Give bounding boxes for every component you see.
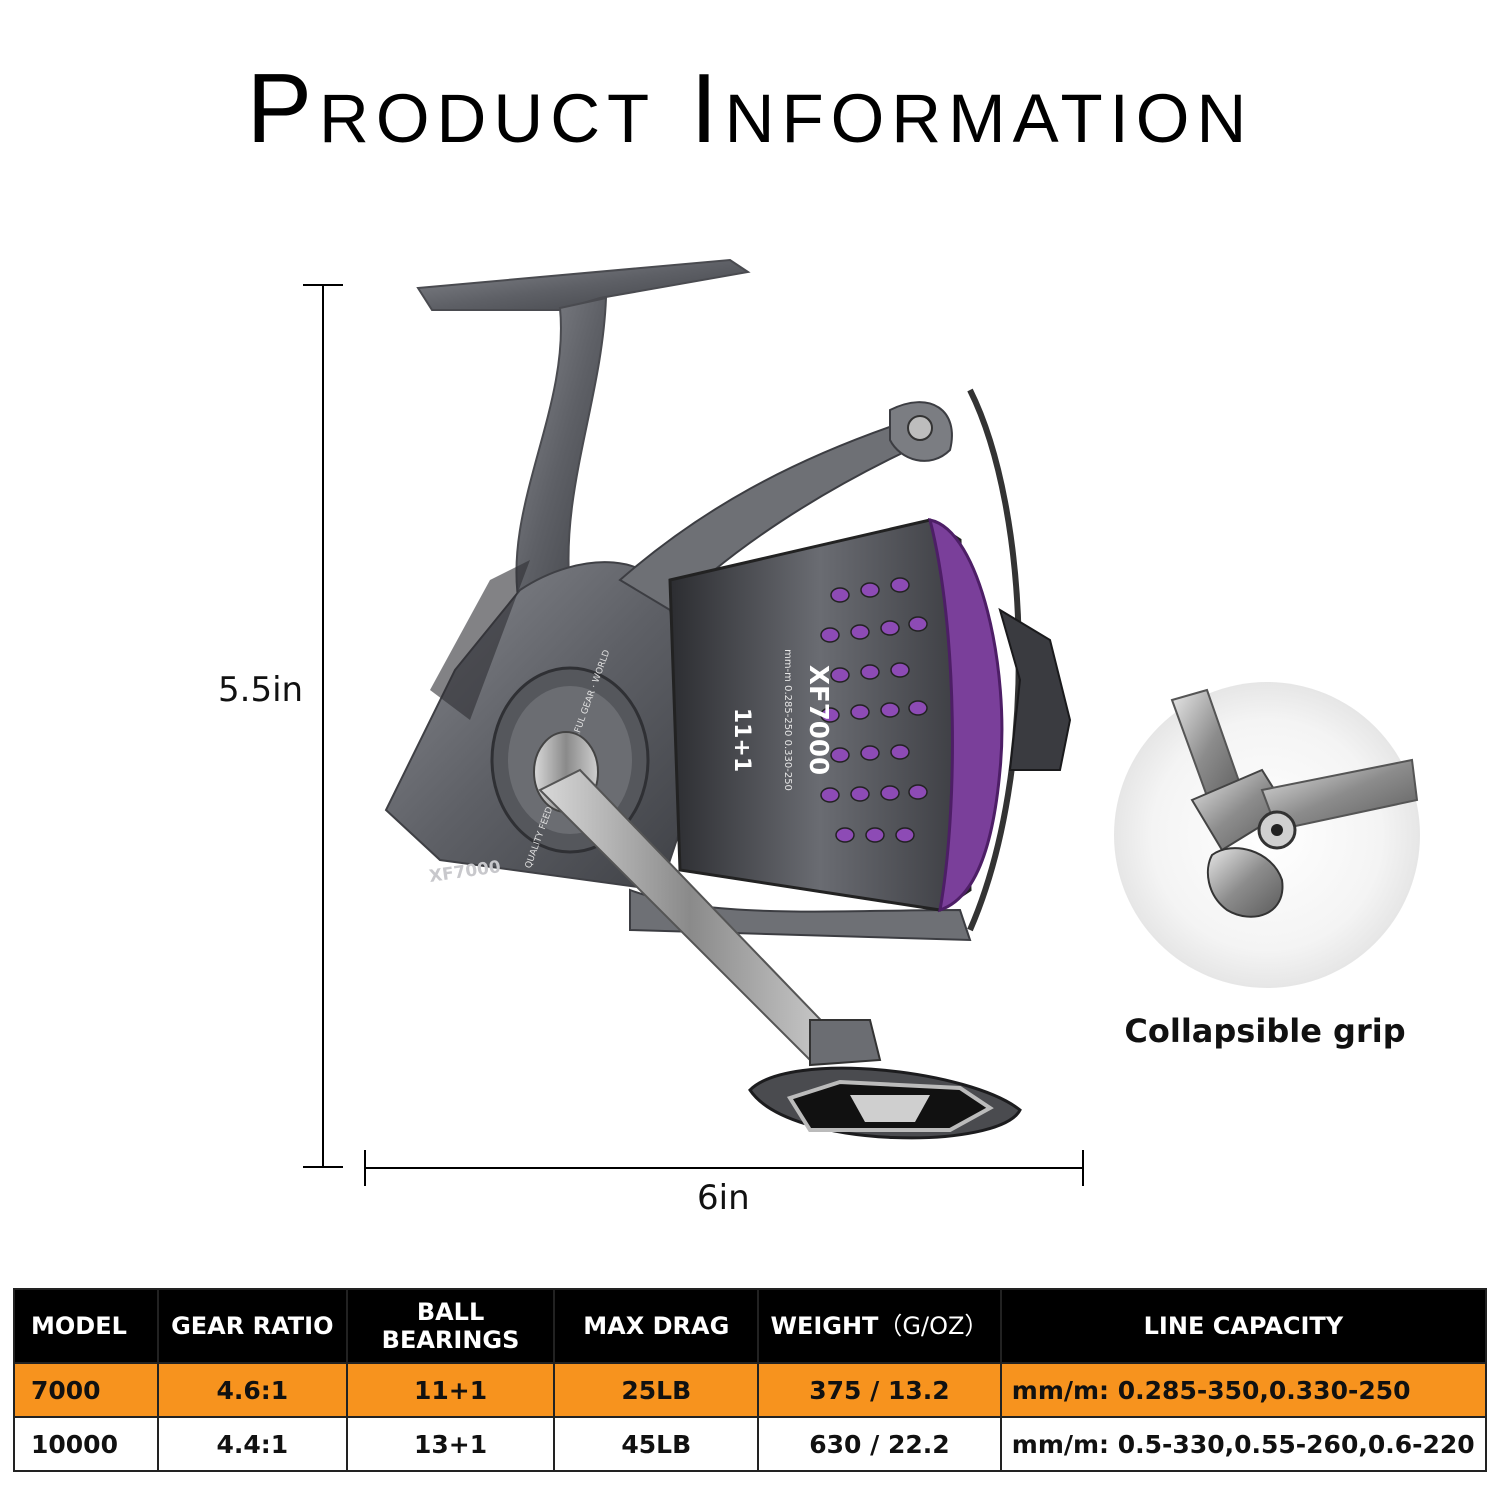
header-line-capacity: LINE CAPACITY bbox=[999, 1288, 1488, 1364]
grip-detail-photo bbox=[1114, 682, 1420, 988]
cell-model: 10000 bbox=[13, 1416, 159, 1472]
cell-ball-bearings: 13+1 bbox=[345, 1416, 556, 1472]
bearings-badge-text: 11+1 bbox=[729, 708, 754, 772]
height-dimension-line bbox=[322, 284, 324, 1168]
grip-knob bbox=[1206, 847, 1284, 918]
header-model: MODEL bbox=[13, 1288, 159, 1364]
height-dimension-tick-bottom bbox=[303, 1166, 343, 1168]
cell-max-drag: 25LB bbox=[553, 1362, 760, 1418]
grip-caption: Collapsible grip bbox=[1124, 1012, 1406, 1050]
reel-foot bbox=[416, 258, 751, 311]
cell-line-capacity: mm/m: 0.5-330,0.55-260,0.6-220 bbox=[999, 1416, 1488, 1472]
spool-holes bbox=[820, 577, 928, 843]
width-dimension-tick-left bbox=[364, 1150, 366, 1186]
header-max-drag: MAX DRAG bbox=[553, 1288, 760, 1364]
table-row: 10000 4.4:1 13+1 45LB 630 / 22.2 mm/m: 0… bbox=[13, 1416, 1488, 1472]
spool-spec-text: mm-m 0.285-250 0.330-250 bbox=[782, 649, 793, 791]
table-row: 7000 4.6:1 11+1 25LB 375 / 13.2 mm/m: 0.… bbox=[13, 1362, 1488, 1418]
cell-gear-ratio: 4.4:1 bbox=[156, 1416, 348, 1472]
width-dimension-line bbox=[364, 1167, 1084, 1169]
table-header-row: MODEL GEAR RATIO BALL BEARINGS MAX DRAG … bbox=[13, 1288, 1488, 1364]
height-dimension-tick-top bbox=[303, 284, 343, 286]
cell-weight: 630 / 22.2 bbox=[757, 1416, 1002, 1472]
width-dimension-label: 6in bbox=[697, 1178, 750, 1218]
cell-model: 7000 bbox=[13, 1362, 159, 1418]
height-dimension-label: 5.5in bbox=[218, 670, 304, 710]
width-dimension-tick-right bbox=[1082, 1150, 1084, 1186]
drag-knob bbox=[998, 607, 1072, 771]
header-ball-bearings: BALL BEARINGS bbox=[345, 1288, 556, 1364]
page-title: Product Information bbox=[246, 53, 1254, 163]
header-weight: WEIGHT（G/OZ） bbox=[757, 1288, 1002, 1364]
header-gear-ratio: GEAR RATIO bbox=[156, 1288, 348, 1364]
spool-model-text: XF7000 bbox=[803, 665, 833, 775]
cell-ball-bearings: 11+1 bbox=[345, 1362, 556, 1418]
specs-table: MODEL GEAR RATIO BALL BEARINGS MAX DRAG … bbox=[13, 1288, 1488, 1472]
cell-weight: 375 / 13.2 bbox=[757, 1362, 1002, 1418]
cell-gear-ratio: 4.6:1 bbox=[156, 1362, 348, 1418]
side-model-text: XF7000 bbox=[428, 857, 502, 887]
spool-lip-purple bbox=[927, 518, 1004, 913]
fishing-reel-photo: XF7000 QUALITY FEEDER REEL · POWERFUL GE… bbox=[384, 258, 1072, 1140]
cell-line-capacity: mm/m: 0.285-350,0.330-250 bbox=[999, 1362, 1488, 1418]
cell-max-drag: 45LB bbox=[553, 1416, 760, 1472]
